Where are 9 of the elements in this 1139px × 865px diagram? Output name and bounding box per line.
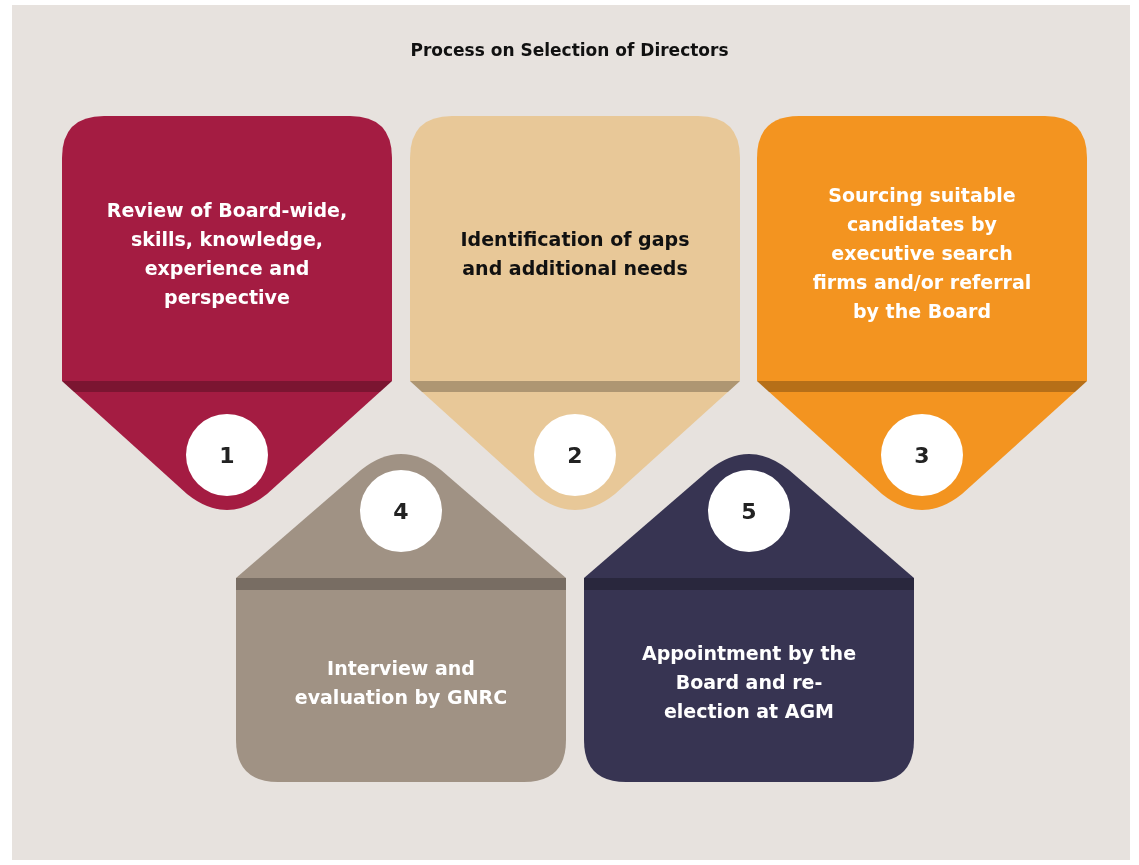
- step-text: Sourcing suitable candidates by executive search firms and/or referral by the Board: [811, 183, 1033, 324]
- step-panel: [62, 116, 392, 513]
- step-panel: [757, 116, 1087, 513]
- step-text: Review of Board-wide, skills, knowledge, experience and perspective: [105, 197, 349, 310]
- step-text: Identification of gaps and additional needs: [460, 226, 690, 281]
- diagram-title: Process on Selection of Directors: [409, 40, 730, 60]
- step-text: Interview and evaluation by GNRC: [293, 655, 509, 710]
- step-panel: [410, 116, 740, 513]
- step-text: Appointment by the Board and re-election at AGM: [640, 641, 858, 724]
